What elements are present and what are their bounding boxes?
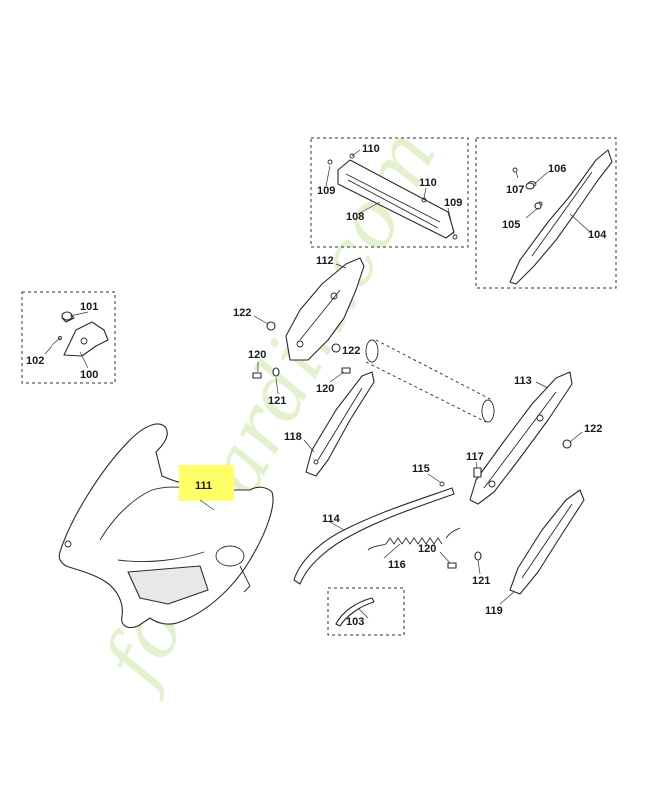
callout-100: 100 [80, 369, 98, 381]
bolt-120a [252, 372, 262, 379]
callout-101: 101 [80, 301, 98, 313]
callout-121-right: 121 [472, 575, 490, 587]
washer-106 [525, 182, 535, 190]
callout-111: 111 [195, 480, 212, 492]
knob-101 [61, 311, 73, 321]
part-103-rod [335, 597, 375, 627]
callout-110-mid: 110 [419, 177, 437, 189]
callout-108: 108 [346, 211, 364, 223]
box-108-group [310, 137, 469, 248]
box-104-group [475, 137, 617, 289]
part-108-bar [327, 153, 458, 240]
callout-122-mid: 122 [342, 345, 360, 357]
part-114-rod [293, 487, 455, 585]
part-119-bracket [509, 489, 585, 595]
callout-107: 107 [506, 184, 524, 196]
pin-115 [439, 481, 445, 487]
callout-122-left: 122 [233, 307, 251, 319]
bolt-120c [447, 562, 457, 569]
callout-112: 112 [316, 255, 334, 267]
callout-102: 102 [26, 355, 44, 367]
callout-109-left: 109 [317, 185, 335, 197]
part-100-lever [51, 313, 109, 357]
callout-120-mid: 120 [316, 383, 334, 395]
bolt-117 [473, 467, 482, 478]
callout-116: 116 [388, 559, 406, 571]
callout-114: 114 [322, 513, 341, 525]
leader-lines [44, 149, 591, 619]
callout-labels: 101 102 100 110 109 110 109 108 106 107 … [26, 143, 607, 628]
nut-105 [534, 202, 542, 210]
part-116-spring [367, 527, 461, 551]
callout-117: 117 [466, 451, 484, 463]
part-113-side-plate [469, 371, 573, 505]
nut-122a [266, 321, 276, 331]
part-112-side-plate [285, 257, 365, 361]
bolt-120b [341, 367, 351, 374]
callout-113: 113 [514, 375, 532, 387]
callout-120-left: 120 [248, 349, 266, 361]
callout-122-right: 122 [584, 423, 602, 435]
highlight-111 [179, 465, 234, 501]
washer-121b [474, 551, 482, 561]
nut-122b [331, 343, 341, 353]
cross-tube [365, 339, 495, 423]
box-100-group [21, 291, 116, 384]
callout-115: 115 [412, 463, 430, 475]
callout-106: 106 [548, 163, 566, 175]
hardware [61, 182, 572, 569]
callout-119: 119 [485, 605, 503, 617]
nut-122c [562, 439, 572, 449]
callout-121-left: 121 [268, 395, 286, 407]
callout-104: 104 [588, 229, 607, 241]
callout-120-right: 120 [418, 543, 436, 555]
callout-105: 105 [502, 219, 520, 231]
box-103-group [327, 587, 405, 636]
callout-103: 103 [346, 616, 364, 628]
part-111-handle-frame [58, 423, 274, 629]
washer-121a [272, 367, 280, 377]
callout-118: 118 [284, 431, 302, 443]
part-118-bracket [305, 371, 375, 477]
callout-109-right: 109 [444, 197, 462, 209]
callout-110-top: 110 [362, 143, 380, 155]
